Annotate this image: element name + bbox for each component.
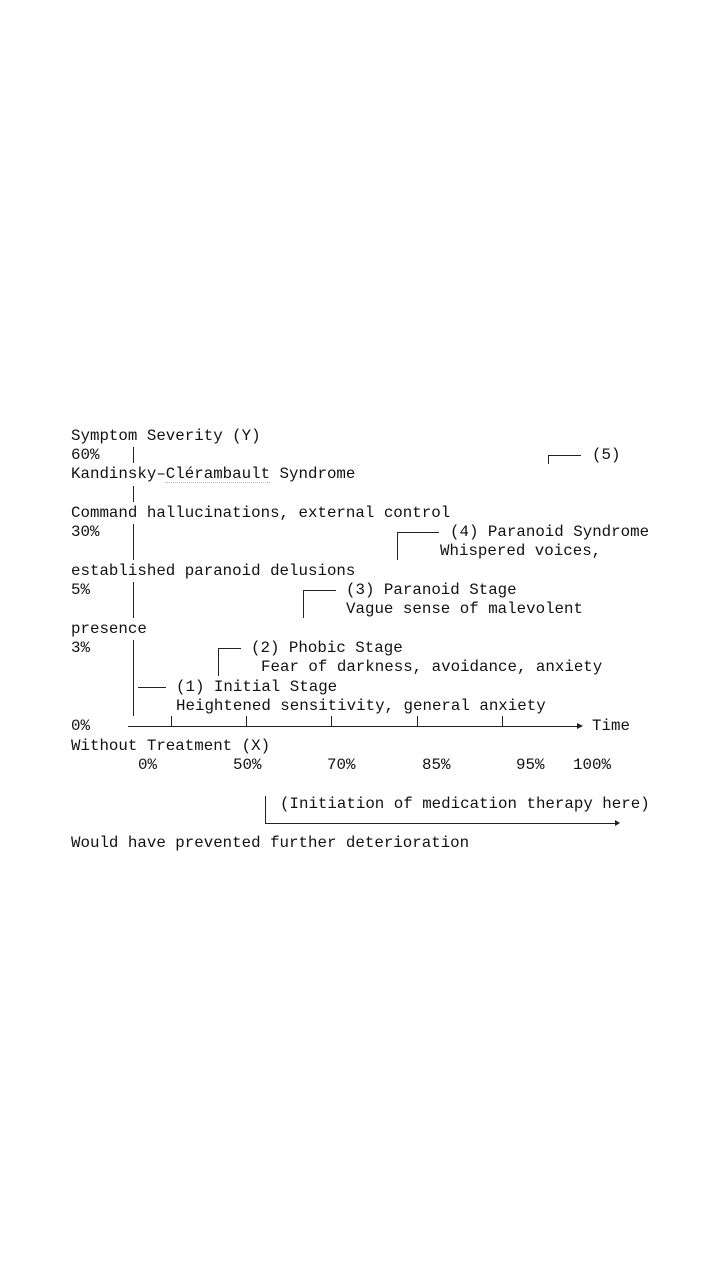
- x-axis-arrow-icon: [577, 723, 583, 729]
- stage-5-bracket-v: [548, 455, 549, 464]
- stage-2-bracket-v: [218, 648, 219, 676]
- treatment-conclusion: Would have prevented further deteriorati…: [71, 834, 470, 852]
- x-tick-0: 0%: [138, 756, 157, 774]
- stage-2-label: (2) Phobic Stage: [251, 639, 403, 657]
- stage-4-bracket-h: [397, 532, 439, 533]
- x-axis-tick: [246, 716, 247, 726]
- y-axis-segment: [133, 486, 134, 502]
- stage-1-description: Heightened sensitivity, general anxiety: [176, 697, 546, 715]
- y-axis-segment: [133, 640, 134, 716]
- treatment-arrow-icon: [615, 820, 620, 826]
- y-tick-60: 60%: [71, 446, 100, 464]
- stage-5-description: Kandinsky–Clérambault Syndrome: [71, 465, 356, 483]
- x-tick-70: 70%: [327, 756, 356, 774]
- spellcheck-underline: [165, 480, 270, 483]
- stage-5-description-cont: Command hallucinations, external control: [71, 504, 451, 522]
- x-tick-50: 50%: [233, 756, 262, 774]
- x-axis-end-label: Time: [592, 717, 630, 735]
- x-axis-tick: [502, 716, 503, 726]
- stage-3-description-cont: presence: [71, 620, 147, 638]
- stage-3-label: (3) Paranoid Stage: [346, 581, 517, 599]
- stage-4-description: Whispered voices,: [440, 542, 602, 560]
- stage-4-description-cont: established paranoid delusions: [71, 562, 356, 580]
- stage-3-bracket-v: [303, 590, 304, 618]
- x-axis-tick: [171, 716, 172, 726]
- stage-2-bracket-h: [218, 648, 241, 649]
- treatment-bracket-v: [265, 796, 266, 823]
- x-tick-95: 95%: [516, 756, 545, 774]
- y-axis-segment: [133, 447, 134, 463]
- y-axis-segment: [133, 582, 134, 618]
- stage-3-bracket-h: [303, 590, 336, 591]
- stage-3-description: Vague sense of malevolent: [346, 600, 583, 618]
- stage-4-label: (4) Paranoid Syndrome: [450, 523, 650, 541]
- y-axis-segment: [133, 524, 134, 560]
- x-tick-100: 100%: [573, 756, 611, 774]
- treatment-note: (Initiation of medication therapy here): [280, 795, 650, 813]
- y-axis-title: Symptom Severity (Y): [71, 427, 261, 445]
- stage-5-label: (5): [592, 446, 621, 464]
- stage-4-bracket-v: [397, 532, 398, 560]
- stage-5-bracket-h: [548, 455, 581, 456]
- stage-1-connector: [138, 687, 166, 688]
- y-tick-3: 3%: [71, 639, 90, 657]
- x-axis-title: Without Treatment (X): [71, 737, 271, 755]
- y-tick-0: 0%: [71, 717, 90, 735]
- stage-2-description: Fear of darkness, avoidance, anxiety: [261, 658, 603, 676]
- x-axis-tick: [331, 716, 332, 726]
- stage-1-label: (1) Initial Stage: [176, 678, 338, 696]
- treatment-bracket-h: [265, 823, 615, 824]
- y-tick-30: 30%: [71, 523, 100, 541]
- x-axis-tick: [417, 716, 418, 726]
- x-axis-line: [128, 726, 577, 727]
- y-tick-5: 5%: [71, 581, 90, 599]
- x-tick-85: 85%: [422, 756, 451, 774]
